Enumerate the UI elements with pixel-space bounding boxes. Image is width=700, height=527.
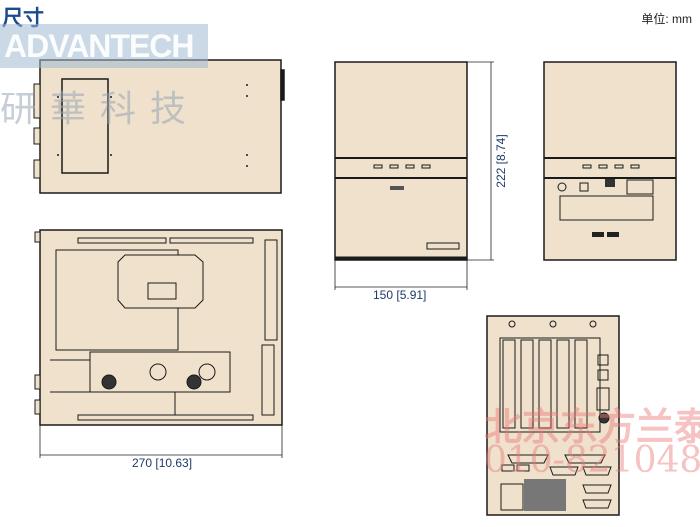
front-view-open xyxy=(543,61,677,261)
height-dimension-label: 222 [8.74] xyxy=(494,134,508,188)
dealer-watermark: 北京东方兰泰科 xyxy=(484,405,700,449)
width-dimension-label: 150 [5.91] xyxy=(373,288,427,302)
depth-dimension-label: 270 [10.63] xyxy=(132,456,193,470)
top-view xyxy=(33,59,285,194)
rear-view xyxy=(486,315,620,516)
unit-label: 单位: mm xyxy=(641,12,692,26)
front-view-closed xyxy=(334,61,468,261)
phone-watermark: 010-82104894 xyxy=(484,440,700,481)
advantech-logo-watermark: ADVANTECH xyxy=(0,24,208,68)
company-watermark: 研華科技 xyxy=(0,89,201,130)
side-view xyxy=(34,229,283,426)
dimension-lines xyxy=(39,61,494,458)
logo-text: ADVANTECH xyxy=(4,28,195,64)
